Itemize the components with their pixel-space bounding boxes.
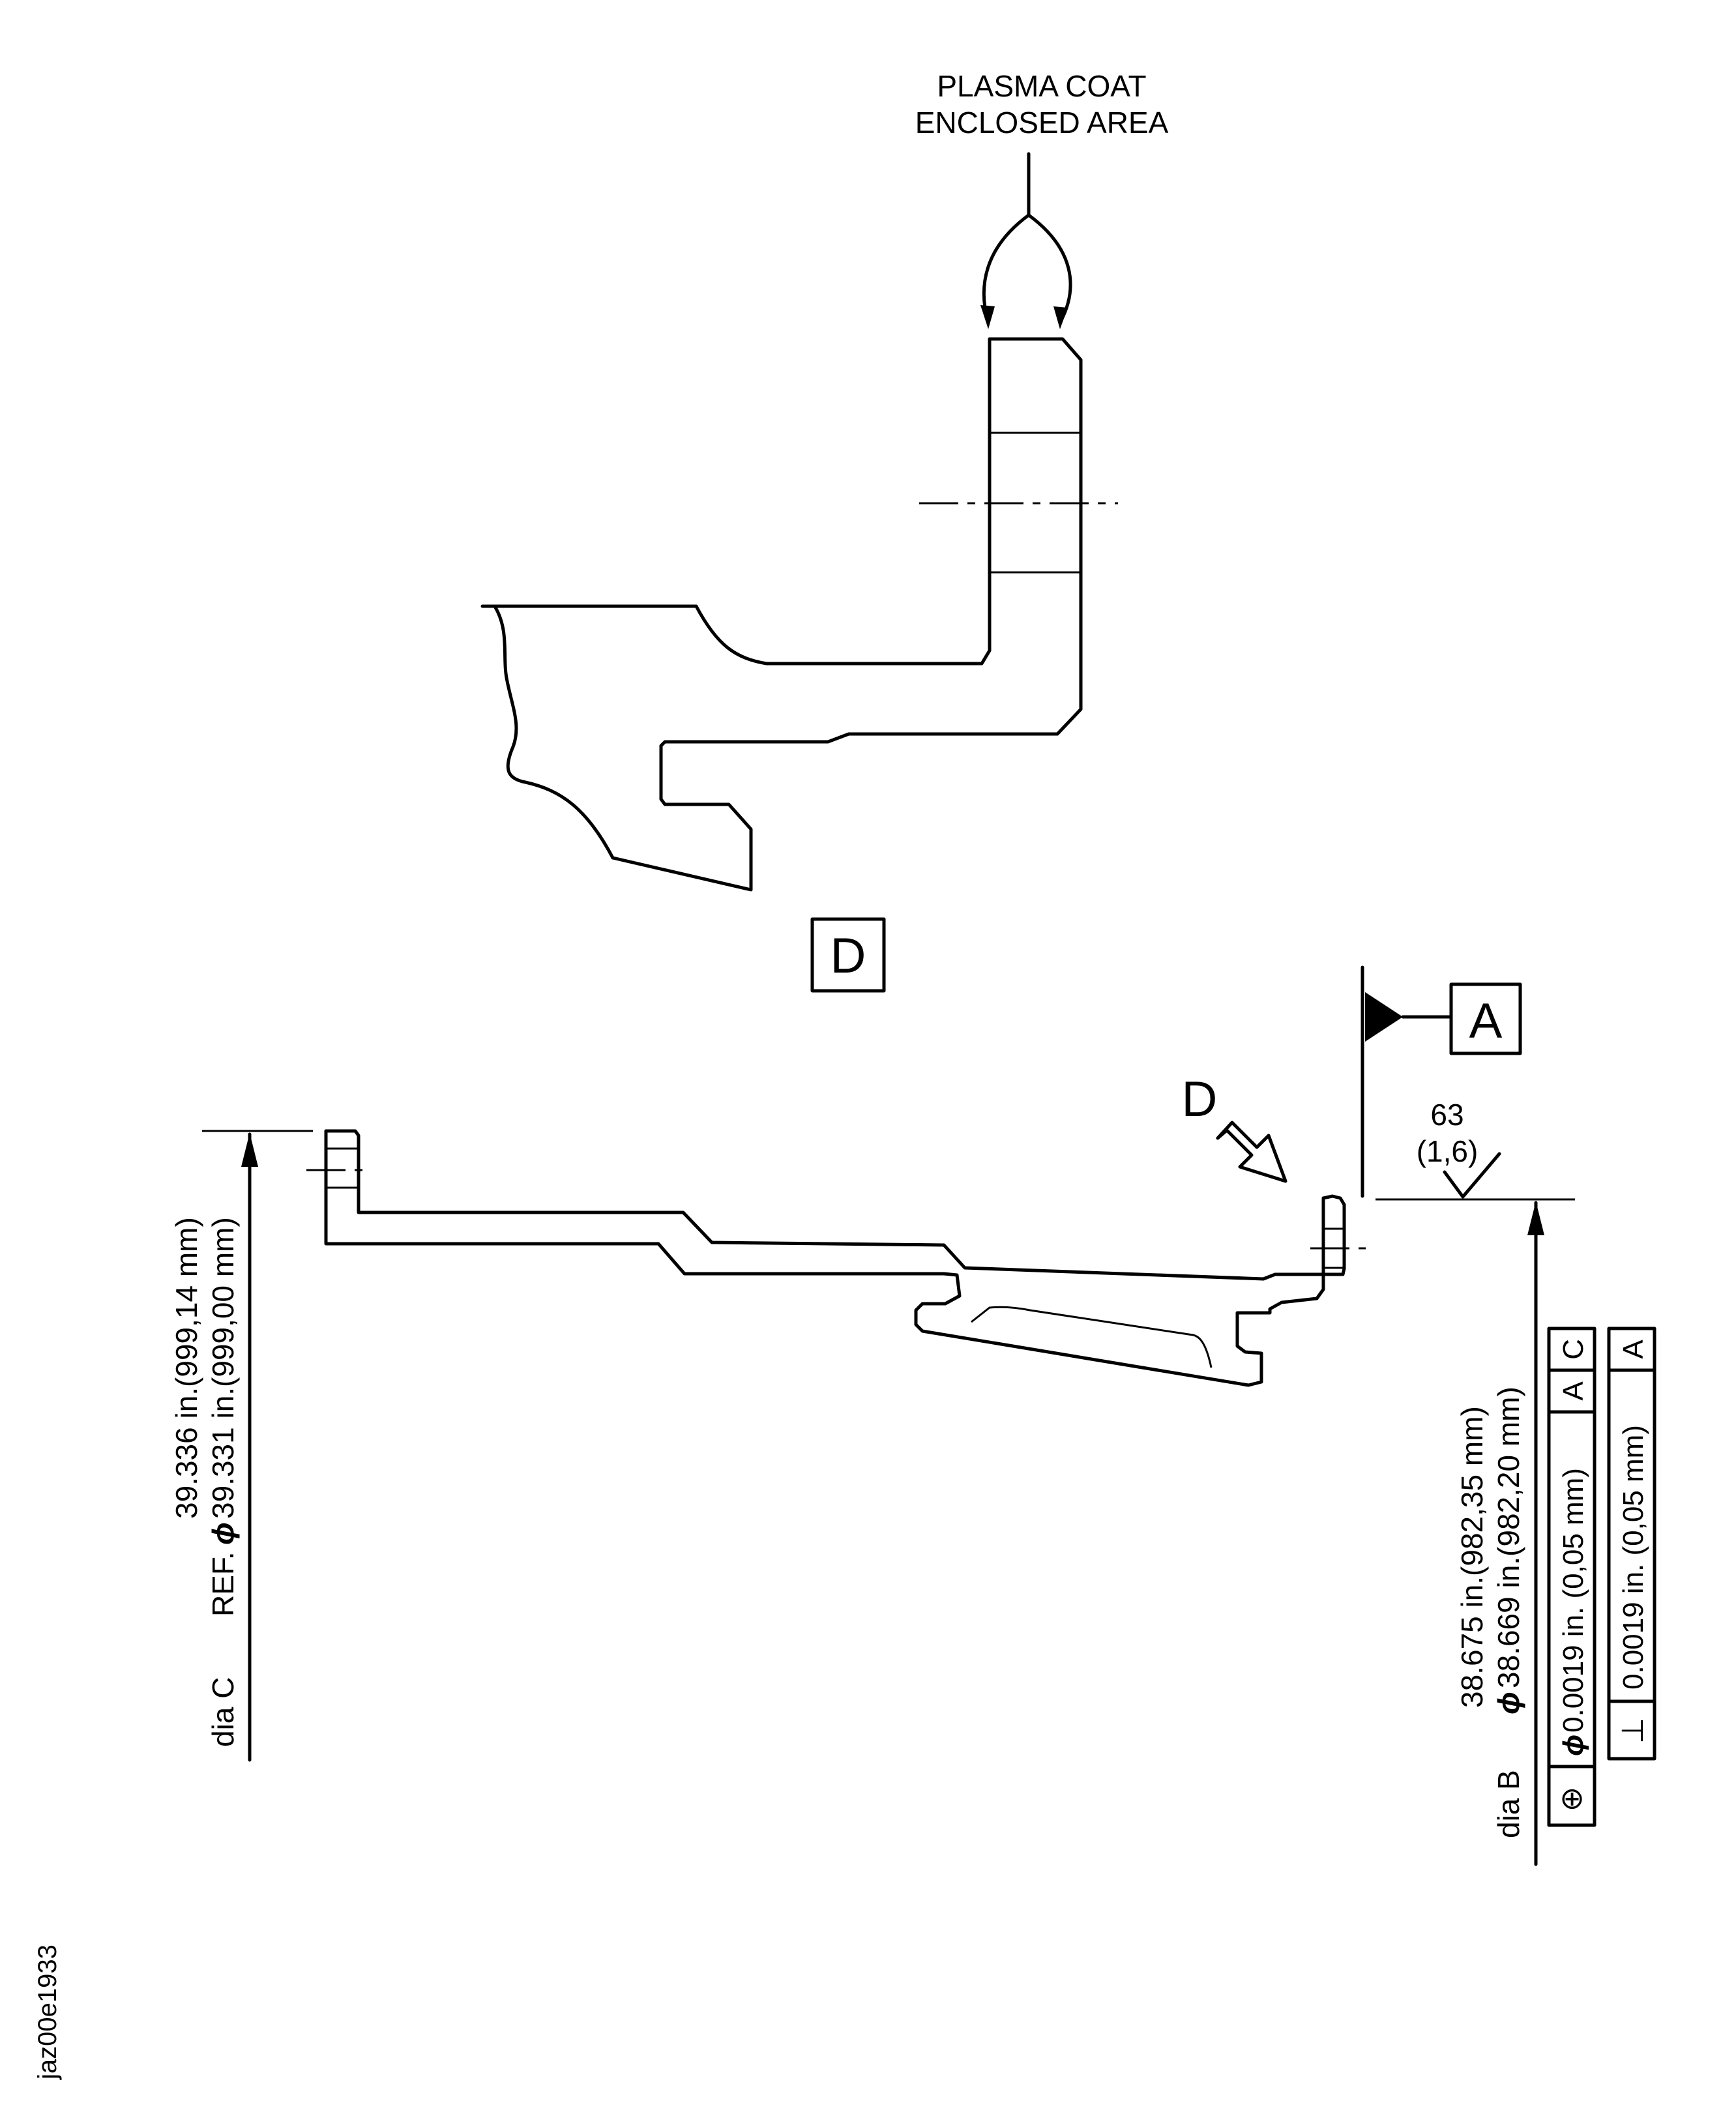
- detail-d-view: PLASMA COAT ENCLOSED AREA D: [480, 69, 1169, 993]
- fcf-position-diameter-symbol: ϕ: [1557, 1735, 1589, 1756]
- dia-c-ref-prefix: REF.: [206, 1551, 240, 1617]
- dia-c-diameter-symbol: ϕ: [206, 1522, 240, 1545]
- fcf-position: ⊕ ϕ 0.0019 in. (0,05 mm) A C: [1547, 1327, 1596, 1827]
- fcf-perpendicularity-tolerance: 0.0019 in. (0,05 mm): [1617, 1425, 1649, 1690]
- dia-c-label: dia C: [206, 1677, 240, 1747]
- dia-b-arrowhead: [1527, 1201, 1544, 1235]
- fcf-position-tolerance: 0.0019 in. (0,05 mm): [1557, 1468, 1589, 1733]
- fcf-position-datum-2: C: [1557, 1339, 1589, 1360]
- dia-c-arrowhead: [241, 1133, 258, 1167]
- dia-c-dimension: dia C REF. ϕ 39.331 in.(999,00 mm) 39.33…: [169, 1130, 313, 1762]
- view-direction-arrow: D: [1182, 1072, 1287, 1183]
- callout-leader: [980, 152, 1072, 329]
- view-label: D: [831, 928, 866, 984]
- callout-line-2: ENCLOSED AREA: [915, 106, 1169, 139]
- casing-section-outline: [306, 1129, 1366, 1387]
- leader-arrowhead-right: [1053, 306, 1068, 329]
- surface-finish-metric: (1,6): [1417, 1134, 1479, 1168]
- datum-triangle: [1365, 992, 1403, 1042]
- fcf-perpendicularity-datum-1: A: [1617, 1340, 1649, 1359]
- callout-line-1: PLASMA COAT: [937, 69, 1146, 103]
- dia-b-diameter-symbol: ϕ: [1492, 1692, 1525, 1714]
- arrow-label: D: [1182, 1072, 1218, 1127]
- dia-b-dimension: dia B ϕ 38.669 in.(982,20 mm) 38.675 in.…: [1376, 1198, 1575, 1866]
- datum-a-feature: A: [1361, 965, 1522, 1198]
- fcf-perpendicularity-symbol: ⊥: [1615, 1718, 1649, 1744]
- fcf-position-datum-1: A: [1557, 1381, 1589, 1401]
- fcf-position-symbol: ⊕: [1554, 1787, 1588, 1812]
- dia-b-value-line-2: 38.669 in.(982,20 mm): [1492, 1386, 1525, 1688]
- fcf-perpendicularity: ⊥ 0.0019 in. (0,05 mm) A: [1607, 1327, 1656, 1761]
- datum-label-a: A: [1469, 993, 1503, 1049]
- view-label-box: D: [810, 917, 886, 993]
- dia-b-label: dia B: [1492, 1770, 1525, 1838]
- surface-finish-value: 63: [1430, 1098, 1464, 1132]
- leader-arrowhead-left: [980, 305, 995, 329]
- dia-c-value-line-2: 39.331 in.(999,00 mm): [206, 1217, 240, 1519]
- dia-c-value-line-1: 39.336 in.(999,14 mm): [169, 1217, 203, 1519]
- surface-finish-symbol: 63 (1,6): [1417, 1098, 1501, 1199]
- main-section-view: A D 63 (1,6): [169, 965, 1656, 1866]
- flange-section-outline: [480, 337, 1118, 892]
- dia-b-value-line-1: 38.675 in.(982,35 mm): [1455, 1406, 1489, 1708]
- figure-id: jaz00e1933: [33, 1944, 62, 2080]
